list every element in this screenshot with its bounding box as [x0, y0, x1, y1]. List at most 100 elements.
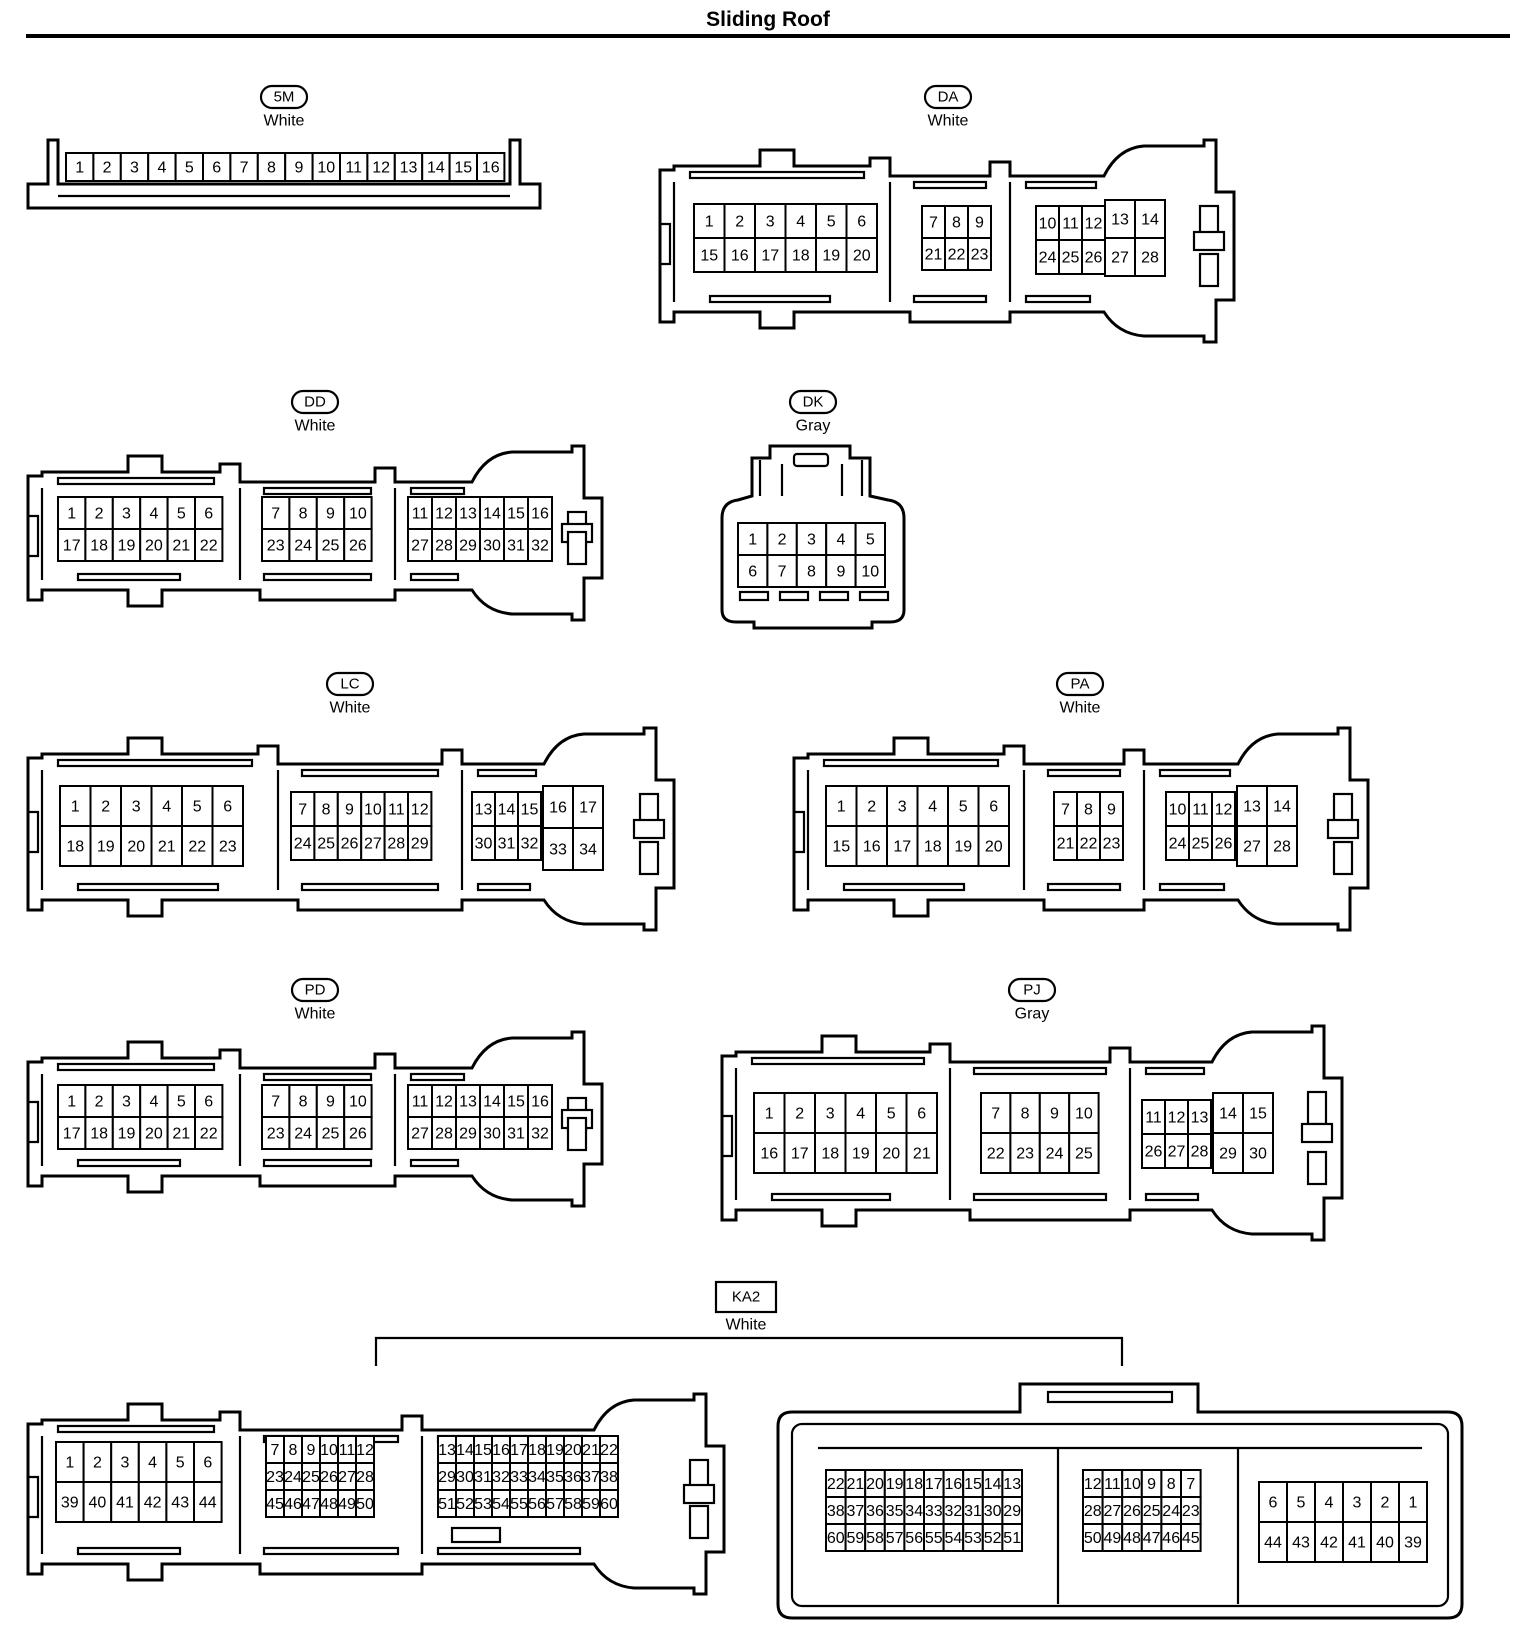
pin-number: 20 [853, 248, 871, 265]
pin-cell [111, 1116, 142, 1150]
pin-cell [139, 528, 169, 562]
pin-number: 9 [326, 1094, 335, 1111]
latch-slot [300, 768, 440, 778]
pin-number: 16 [482, 160, 500, 177]
pin-number: 2 [1381, 1495, 1390, 1512]
pin-number: 27 [1104, 1503, 1122, 1520]
pin-number: 25 [317, 836, 335, 853]
pin-number: 10 [364, 802, 382, 819]
pin-number: 18 [66, 839, 84, 856]
latch-slot [688, 1504, 710, 1540]
pin-cell [315, 528, 346, 562]
pin-number: 37 [847, 1503, 865, 1520]
connector-color: White [726, 1317, 767, 1334]
latch-slot [912, 294, 988, 304]
pin-number: 24 [1039, 250, 1057, 267]
pin-number: 27 [411, 538, 429, 555]
pin-number: 4 [149, 506, 158, 523]
connector-color: White [295, 418, 336, 435]
pin-cell [111, 528, 142, 562]
pin-number: 13 [438, 1442, 456, 1459]
pin-number: 24 [1162, 1503, 1180, 1520]
pin-number: 55 [925, 1530, 943, 1547]
pin-number: 36 [866, 1503, 884, 1520]
pin-cell [967, 237, 992, 271]
pin-number: 18 [821, 1146, 839, 1163]
connector-code: 5M [274, 89, 295, 106]
pin-number: 8 [807, 564, 816, 581]
pin-cell [527, 1084, 553, 1118]
pin-number: 6 [989, 799, 998, 816]
pin-number: 3 [1353, 1495, 1362, 1512]
connector-code: DD [304, 394, 326, 411]
pin-number: 21 [158, 839, 176, 856]
latch-slot [409, 1072, 466, 1082]
pin-number: 1 [75, 160, 84, 177]
pin-number: 23 [1182, 1503, 1200, 1520]
pin-number: 23 [267, 538, 285, 555]
pin-number: 23 [266, 1469, 284, 1486]
pin-cell [166, 1116, 197, 1150]
pin-number: 4 [836, 532, 845, 549]
pin-number: 4 [149, 1094, 158, 1111]
housing-inner [790, 1422, 1450, 1608]
pin-number: 16 [760, 1146, 778, 1163]
pin-number: 12 [372, 160, 390, 177]
pin-cell [1180, 1523, 1202, 1552]
pin-cell [875, 1092, 908, 1134]
pin-number: 5 [866, 532, 875, 549]
pin-number: 2 [778, 532, 787, 549]
latch-slot [972, 1192, 1108, 1202]
latch-slot [1306, 1090, 1328, 1126]
latch-slot [566, 1116, 588, 1152]
pin-number: 57 [546, 1496, 564, 1513]
pin-number: 19 [118, 1126, 136, 1143]
pin-number: 26 [1215, 836, 1233, 853]
pin-number: 15 [1249, 1106, 1267, 1123]
pin-number: 7 [271, 1094, 280, 1111]
pin-number: 29 [459, 538, 477, 555]
connector-code: PA [1071, 676, 1090, 693]
pin-cell [753, 1132, 786, 1174]
latch-slot [409, 486, 466, 496]
connector-code: LC [340, 676, 359, 693]
pin-number: 24 [294, 836, 312, 853]
connector-code-box [714, 1280, 778, 1314]
lock-tab [792, 452, 830, 468]
pin-number: 18 [792, 248, 810, 265]
pin-number: 4 [856, 1106, 865, 1123]
pin-number: 33 [510, 1469, 528, 1486]
latch-slot [1158, 882, 1226, 892]
pin-number: 25 [1062, 250, 1080, 267]
latch-slot [476, 768, 538, 778]
pin-number: 26 [341, 836, 359, 853]
housing-outline [720, 444, 906, 630]
pin-number: 1 [748, 532, 757, 549]
pin-number: 28 [1141, 250, 1159, 267]
pin-number: 47 [1143, 1530, 1161, 1547]
chamber-walls [40, 770, 464, 890]
pin-number: 28 [435, 538, 453, 555]
pin-number: 10 [1039, 216, 1057, 233]
pin-number: 38 [827, 1503, 845, 1520]
pin-number: 31 [474, 1469, 492, 1486]
pin-number: 14 [1141, 212, 1159, 229]
pin-number: 16 [492, 1442, 510, 1459]
latch-slot [450, 1526, 502, 1544]
pin-number: 11 [412, 1094, 429, 1111]
latch-slot [842, 882, 966, 892]
pin-number: 24 [294, 1126, 312, 1143]
pin-number: 32 [531, 538, 549, 555]
pin-number: 10 [1123, 1476, 1141, 1493]
pin-number: 16 [731, 248, 749, 265]
pin-cell [166, 528, 197, 562]
connector-color: Gray [1015, 1006, 1050, 1023]
pin-cell [815, 237, 848, 273]
pin-number: 6 [223, 799, 232, 816]
connector-color: White [928, 113, 969, 130]
pin-number: 44 [199, 1495, 217, 1512]
pin-number: 26 [320, 1469, 338, 1486]
pin-cell [355, 1489, 375, 1518]
pin-cell [84, 528, 114, 562]
